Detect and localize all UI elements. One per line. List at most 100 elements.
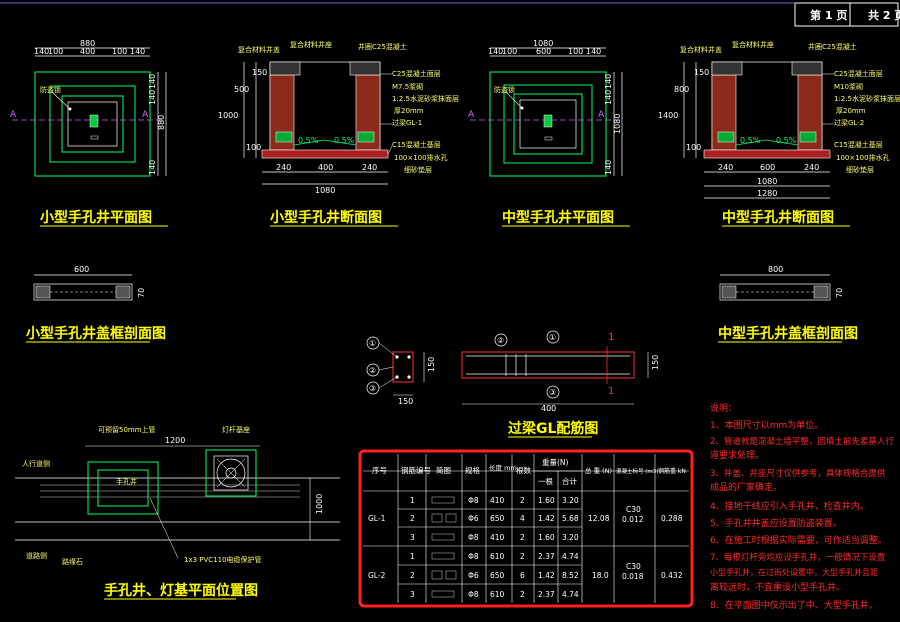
small-section-ldim-3: 1000: [218, 111, 238, 120]
small-section-lbl-10: 细砂垫层: [404, 165, 432, 174]
table-cell-no: 2: [410, 514, 415, 523]
table-hdr-len: 长度 mm: [489, 463, 517, 472]
mid-section-view: 0.5% 0.5% 150 800 1400 100 240 600 240 1…: [658, 40, 900, 227]
small-section-lbl-5: 1:2.5水泥砂浆抹面层: [392, 94, 459, 103]
note-line-6: 4、接地干线应引入手孔井，检查井内。: [710, 500, 869, 512]
small-plan-dim-4: 100: [112, 47, 127, 56]
note-line-11: 离较远时，不宜重设小型手孔井。: [710, 581, 845, 593]
small-section-slope-right: 0.5%: [334, 136, 355, 145]
mid-section-lbl-4: M10浆砌: [834, 82, 863, 91]
layout-lbl-handhole: 手孔井: [116, 477, 137, 486]
beam-dim-section-h: 150: [427, 357, 436, 372]
small-section-title: 小型手孔井断面图: [270, 209, 382, 226]
table-hdr-sketch: 简图: [436, 465, 451, 475]
layout-dim-1200: 1200: [165, 436, 185, 445]
mid-section-lbl-10: 细砂垫层: [846, 165, 874, 174]
beam-elev-marker-2: ②: [497, 336, 504, 345]
mid-section-ldim-1: 150: [694, 68, 709, 77]
mid-section-lbl-0: 复合材料井盖: [680, 45, 722, 54]
mid-section-ldim-4: 100: [686, 143, 701, 152]
table-cell-no: 2: [410, 571, 415, 580]
mid-plan-dim-3: 600: [536, 47, 551, 56]
table-row: 2 Φ6 650 6 1.42 8.52: [410, 570, 579, 580]
beam-dim-section: 150: [398, 397, 413, 406]
mid-frame-title: 中型手孔井盖框剖面图: [718, 325, 858, 342]
layout-lbl-pipe: 1x3 PVC110电缆保护管: [184, 555, 262, 564]
table-group-gl1: GL-1: [368, 514, 386, 523]
table-cell-no: 3: [410, 533, 415, 542]
small-section-bdim-3: 240: [362, 163, 377, 172]
note-line-5: 成品的厂家确定。: [710, 481, 782, 493]
mid-section-lbl-6: 厚20mm: [836, 107, 866, 115]
note-line-12: 8、在平面图中仅示出了中、大型手孔井。: [710, 599, 878, 611]
table-cell-sum: 5.68: [562, 514, 579, 523]
small-section-lbl-7: 过梁GL-1: [392, 118, 422, 127]
beam-elev-marker-1: ①: [549, 333, 556, 342]
small-plan-dim-total: 880: [80, 39, 95, 48]
small-frame-dim: 600: [74, 265, 89, 274]
small-frame-dim-side: 70: [137, 288, 146, 298]
mid-plan-dim-5: 140: [586, 47, 601, 56]
table-cell-spec: Φ8: [468, 552, 479, 561]
table-gl1-total: 12.08: [588, 514, 610, 523]
mid-plan-rdim-2: 140: [604, 90, 613, 105]
small-frame-view: 600 70 小型手孔井盖框剖面图: [26, 265, 166, 343]
small-plan-rdim-2: 140: [148, 90, 157, 105]
table-cell-spec: Φ8: [468, 496, 479, 505]
table-gl1-concrete-grade: C30: [626, 505, 641, 514]
table-row: 1 Φ8 610 2 2.37 4.74: [410, 552, 579, 561]
table-hdr-rebar: 钢筋编号: [401, 465, 431, 475]
small-section-ldim-2: 500: [234, 85, 249, 94]
mid-section-bdim-3: 240: [804, 163, 819, 172]
small-section-lbl-3: C25混凝土面层: [392, 69, 441, 78]
beam-marker-1: ①: [369, 339, 376, 348]
table-hdr-no: 序号: [372, 465, 387, 475]
small-section-bdim-2: 400: [318, 163, 333, 172]
small-plan-rdim-total: 880: [157, 115, 166, 130]
mid-section-title: 中型手孔井断面图: [722, 209, 834, 226]
mid-section-lbl-3: C25混凝土面层: [834, 69, 883, 78]
layout-lbl-road: 道路侧: [26, 551, 47, 560]
beam-elev-marker-3: ③: [549, 388, 556, 397]
small-plan-rdim-4: 140: [148, 160, 157, 175]
beam-cut-mark-bottom: 1: [608, 386, 614, 397]
table-gl1-steel: 0.288: [661, 514, 683, 523]
table-cell-spec: Φ8: [468, 533, 479, 542]
mid-plan-dim-total: 1080: [533, 39, 553, 48]
note-line-1: 1、本图尺寸以mm为单位。: [710, 419, 823, 431]
layout-lbl-reserve: 可预留50mm上管: [98, 425, 156, 434]
table-row: 3 Φ8 610 2 2.37 4.74: [410, 590, 579, 599]
mid-section-lbl-8: C15混凝土基层: [834, 140, 883, 149]
table-cell-len: 610: [490, 590, 505, 599]
table-hdr-total: 总 重 (N): [585, 466, 612, 475]
mid-section-lbl-5: 1:2.5水泥砂浆抹面层: [834, 94, 900, 103]
table-hdr-weight: 重量(N): [542, 458, 569, 467]
note-line-7: 5、手孔井井盖应设置防盗装置。: [710, 517, 842, 529]
table-cell-one: 1.42: [538, 514, 555, 523]
table-cell-no: 1: [410, 496, 415, 505]
small-section-bdim-1: 240: [276, 163, 291, 172]
table-gl1-concrete-vol: 0.012: [622, 515, 644, 524]
table-cell-one: 1.60: [538, 496, 555, 505]
table-row: 3 Φ8 410 2 1.60 3.20: [410, 533, 579, 542]
small-plan-dim-2: 100: [48, 47, 63, 56]
mid-frame-view: 800 70 中型手孔井盖框剖面图: [718, 265, 858, 343]
beam-title: 过梁GL配筋图: [508, 420, 598, 437]
table-cell-n: 4: [520, 514, 525, 523]
table-cell-sum: 4.74: [562, 552, 579, 561]
page-number: 第 1 页: [810, 8, 847, 22]
table-cell-sum: 3.20: [562, 496, 579, 505]
small-section-ldim-4: 100: [246, 143, 261, 152]
table-cell-n: 2: [520, 552, 525, 561]
mid-section-bdim-total2: 1280: [757, 189, 777, 198]
layout-lbl-sidewalk: 人行道侧: [22, 459, 50, 468]
small-frame-title: 小型手孔井盖框剖面图: [26, 325, 166, 342]
table-gl2-total: 18.0: [592, 571, 609, 580]
table-cell-one: 1.60: [538, 533, 555, 542]
table-cell-one: 2.37: [538, 552, 555, 561]
table-cell-len: 410: [490, 496, 505, 505]
table-hdr-concrete: 混凝土标号 (m3): [616, 467, 658, 475]
mid-section-bdim-1: 240: [718, 163, 733, 172]
mid-section-ldim-3: 1400: [658, 111, 678, 120]
